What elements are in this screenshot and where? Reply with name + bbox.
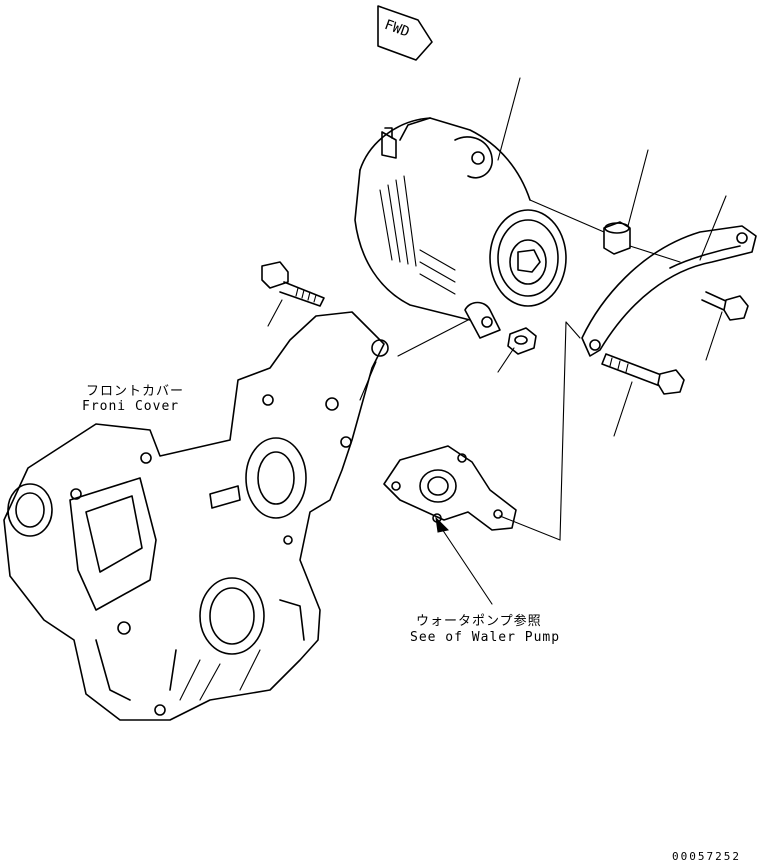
front-cover-label-jp: フロントカバー	[86, 384, 185, 399]
fwd-label: FWD	[382, 17, 411, 41]
bolt-upper-left	[261, 261, 325, 307]
spacer-collar	[603, 221, 631, 255]
water-pump	[383, 445, 517, 531]
water-pump-label-en: See of Waler Pump	[410, 630, 561, 645]
adjust-bracket	[581, 225, 757, 357]
fwd-arrow-icon: FWD	[377, 5, 433, 61]
water-pump-label-jp: ウォータポンプ参照	[416, 614, 542, 629]
alternator	[354, 117, 567, 339]
nut	[507, 327, 537, 355]
leader-lines	[267, 77, 727, 605]
drawing-number: 00057252	[672, 850, 741, 863]
bolt-middle	[601, 353, 685, 395]
bolt-right	[701, 291, 749, 321]
front-cover	[3, 311, 389, 721]
front-cover-label-en: Froni Cover	[82, 399, 180, 414]
